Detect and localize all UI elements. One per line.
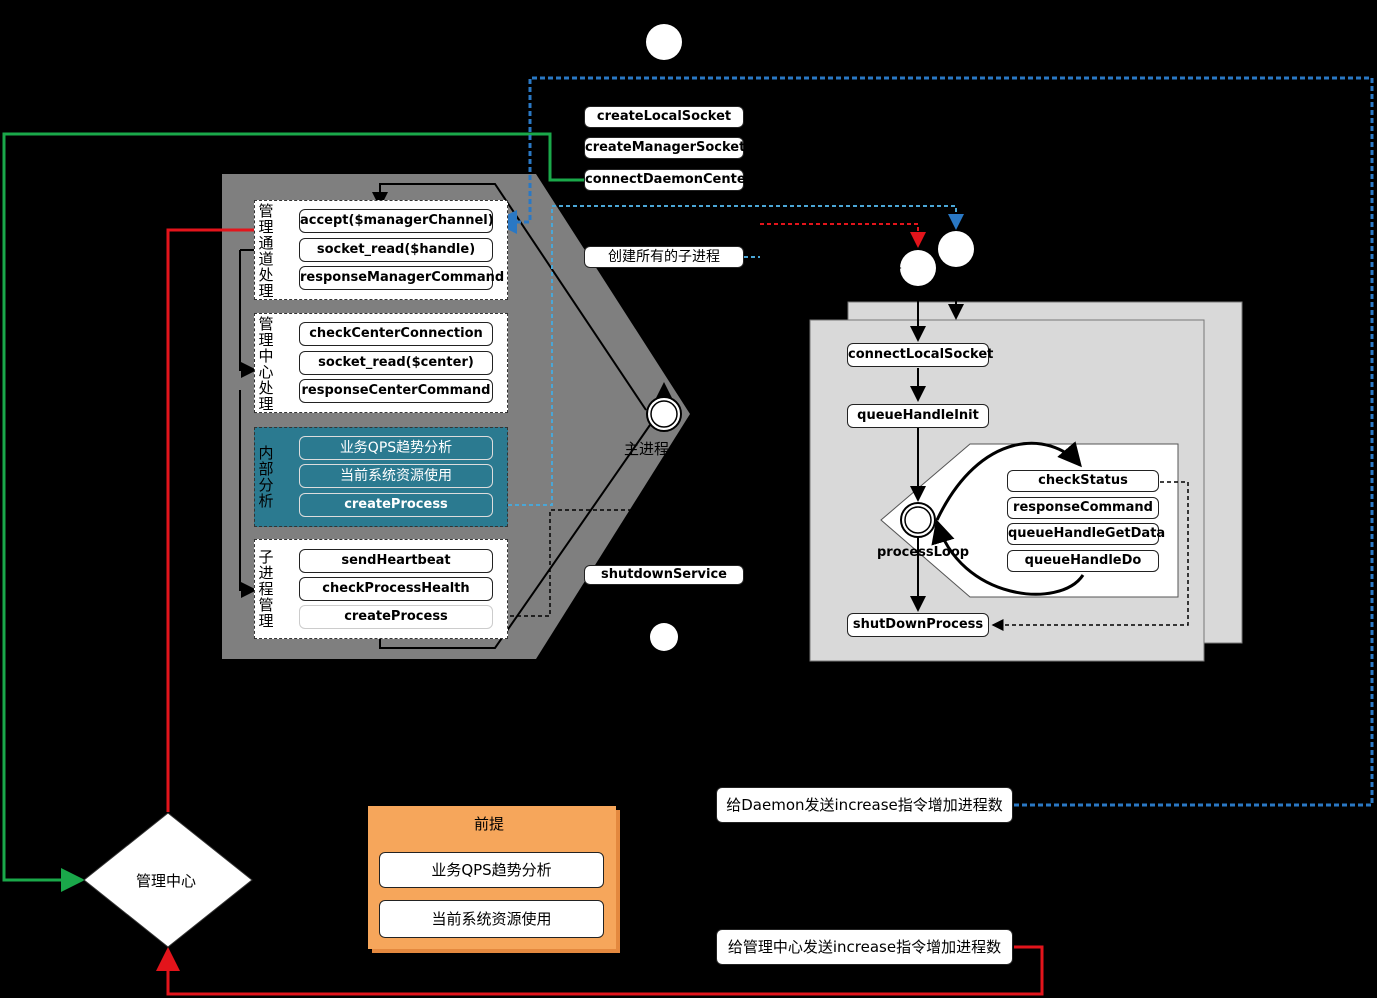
group-label-analysis: 内部分析 — [258, 444, 274, 510]
create-manager-socket: createManagerSocket — [584, 137, 745, 159]
premise-title: 前提 — [474, 815, 505, 833]
premise-resource: 当前系统资源使用 — [379, 900, 604, 938]
qps-trend-analysis: 业务QPS趋势分析 — [299, 436, 493, 460]
response-center-command: responseCenterCommand — [299, 379, 493, 403]
management-center-label: 管理中心 — [136, 872, 197, 890]
check-center-connection: checkCenterConnection — [299, 322, 493, 346]
main-loop-node — [646, 396, 682, 432]
create-local-socket: createLocalSocket — [584, 106, 744, 128]
socket-read-handle: socket_read($handle) — [299, 238, 493, 262]
socket-read-center: socket_read($center) — [299, 351, 493, 375]
main-process-label: 主进程 — [624, 440, 670, 458]
premise-qps: 业务QPS趋势分析 — [379, 852, 604, 888]
shutdown-service: shutdownService — [584, 565, 744, 585]
queue-handle-init: queueHandleInit — [847, 404, 989, 428]
connect-daemon-center: connectDaemonCenter — [584, 169, 752, 191]
check-status: checkStatus — [1007, 470, 1159, 492]
create-process-analysis: createProcess — [299, 493, 493, 517]
create-process-child: createProcess — [299, 605, 493, 629]
fork-node-a — [938, 231, 974, 267]
check-process-health: checkProcessHealth — [299, 577, 493, 601]
management-center-node — [83, 812, 253, 948]
group-label-child-management: 子进程管理 — [258, 548, 274, 630]
group-label-center: 管理中心处理 — [258, 315, 274, 413]
send-heartbeat: sendHeartbeat — [299, 549, 493, 573]
response-manager-command: responseManagerCommand — [299, 266, 504, 290]
end-node-bottom — [650, 623, 678, 651]
fork-node-b — [900, 250, 936, 286]
response-command: responseCommand — [1007, 497, 1159, 519]
shut-down-process: shutDownProcess — [847, 613, 989, 637]
queue-handle-get-data: queueHandleGetData — [1007, 523, 1165, 545]
connect-local-socket: connectLocalSocket — [847, 343, 993, 367]
create-all-children: 创建所有的子进程 — [584, 246, 744, 268]
queue-handle-do: queueHandleDo — [1007, 550, 1159, 572]
accept-manager-channel: accept($managerChannel) — [299, 209, 494, 233]
system-resource-usage: 当前系统资源使用 — [299, 464, 493, 488]
send-center-increase: 给管理中心发送increase指令增加进程数 — [716, 929, 1013, 965]
start-node-top — [646, 24, 682, 60]
group-label-manager-channel: 管理通道处理 — [258, 202, 274, 300]
send-daemon-increase: 给Daemon发送increase指令增加进程数 — [716, 787, 1013, 823]
process-loop-label: processLoop — [877, 545, 970, 560]
process-loop-node — [900, 502, 936, 538]
